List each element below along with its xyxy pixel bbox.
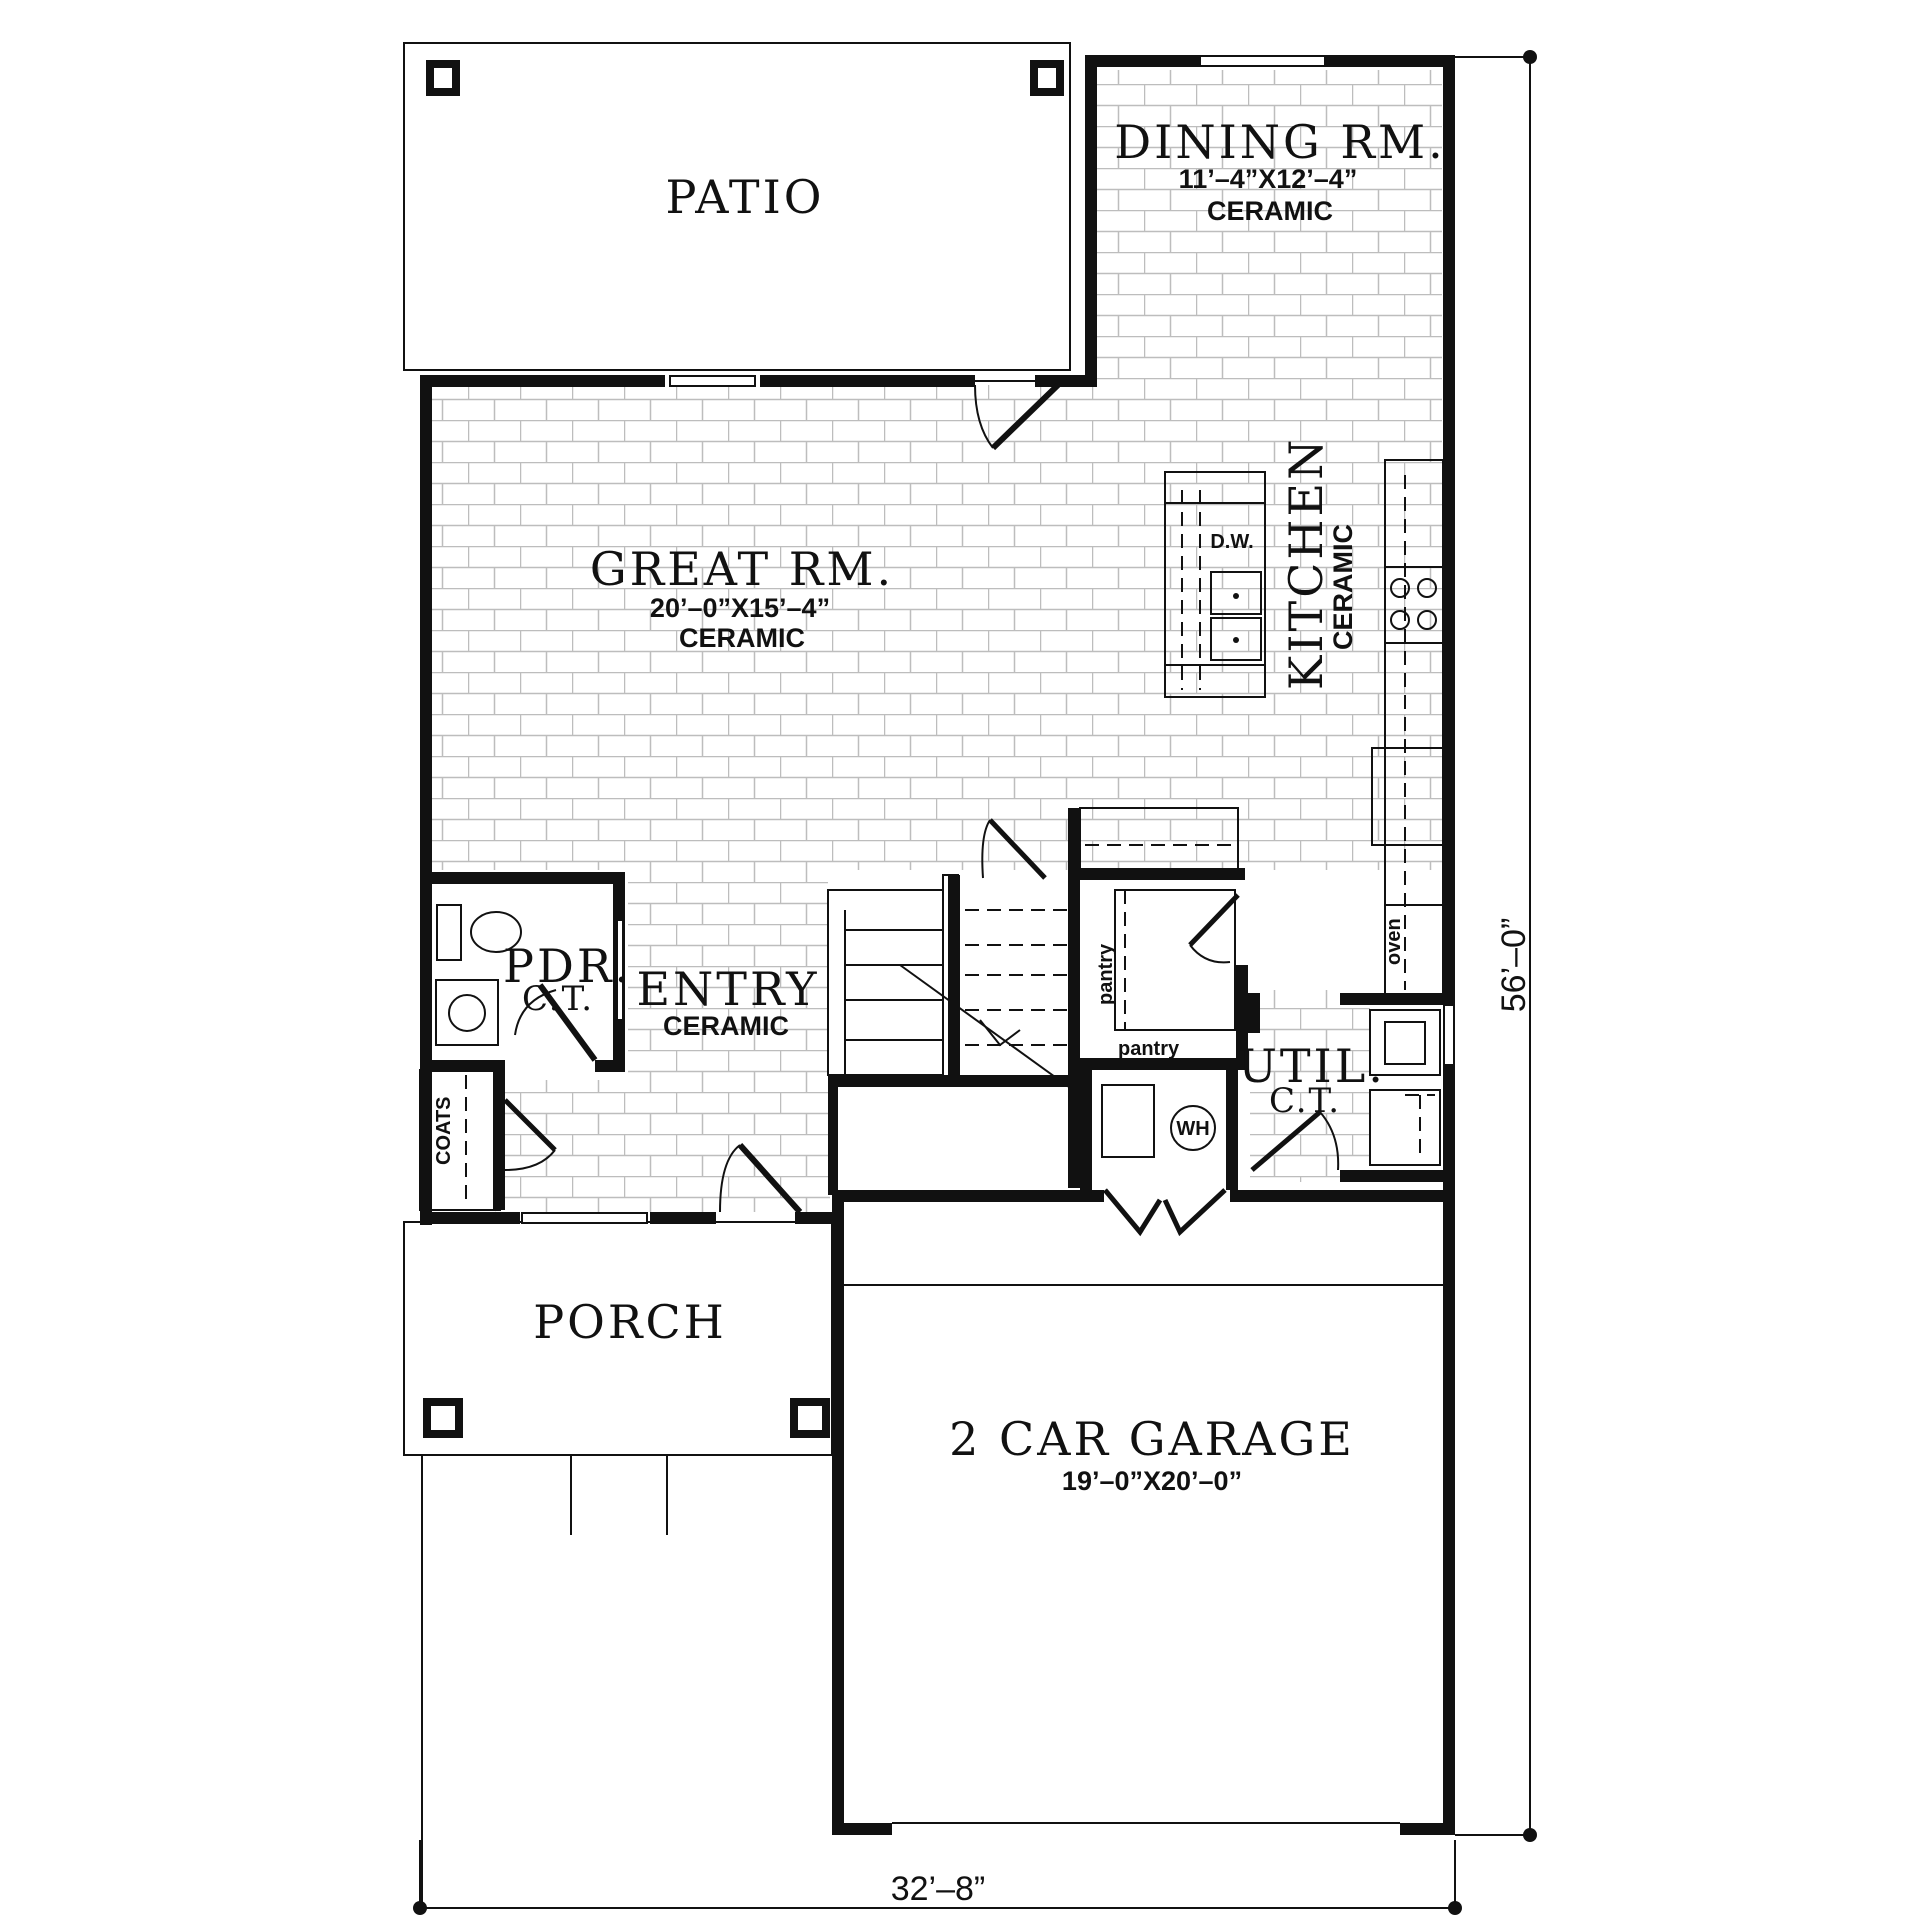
garage-dims: 19’–0”X20’–0”	[1062, 1466, 1242, 1496]
kitchen-label: KITCHEN	[1279, 437, 1333, 690]
dishwasher-label: D.W.	[1210, 531, 1253, 553]
dining-room-dims: 11’–4”X12’–4”	[1179, 164, 1358, 194]
powder-room-floor: C.T.	[522, 979, 594, 1019]
kitchen-island: D.W.	[1164, 471, 1266, 698]
utility-room-label: UTIL.	[1238, 1039, 1386, 1093]
garage-label: 2 CAR GARAGE	[949, 1412, 1355, 1466]
kitchen-floor: CERAMIC	[1328, 524, 1358, 650]
windows	[521, 55, 1455, 1224]
overall-width-label: 32’–8”	[891, 1870, 986, 1908]
powder-room-label: PDR.	[503, 939, 632, 993]
ceramic-floor-tiling	[430, 70, 1442, 1212]
entry-label: ENTRY	[636, 962, 819, 1016]
great-room-label: GREAT RM.	[590, 542, 894, 596]
utility-room-floor: C.T.	[1269, 1081, 1341, 1121]
pantry-label-lower: pantry	[1118, 1038, 1180, 1060]
entry-door	[719, 1142, 803, 1215]
room-labels: PATIO DINING RM. 11’–4”X12’–4” CERAMIC G…	[503, 115, 1445, 1496]
coats-label: COATS	[433, 1096, 455, 1165]
overall-depth-label: 56’–0”	[1495, 918, 1533, 1013]
porch-label: PORCH	[533, 1295, 727, 1349]
dining-room-floor: CERAMIC	[1207, 196, 1333, 226]
great-room-floor: CERAMIC	[679, 623, 805, 653]
overall-dimensions: 56’–0” 32’–8”	[413, 50, 1537, 1915]
entry-floor: CERAMIC	[663, 1011, 789, 1041]
pantry-closets: pantry pantry WH	[1068, 807, 1248, 1237]
powder-room: COATS	[419, 872, 625, 1211]
exterior-walls	[420, 55, 1455, 1835]
utility-room	[1248, 993, 1443, 1182]
stairs	[827, 818, 1081, 1195]
dining-room-label: DINING RM.	[1114, 115, 1445, 169]
oven-label: oven	[1383, 918, 1405, 965]
pantry-label-upper: pantry	[1095, 943, 1117, 1005]
great-room-dims: 20’–0”X15’–4”	[650, 593, 830, 623]
patio-door	[974, 380, 1061, 451]
patio-label: PATIO	[666, 170, 825, 224]
water-heater-label: WH	[1176, 1118, 1209, 1140]
patio-slab	[403, 42, 1071, 371]
